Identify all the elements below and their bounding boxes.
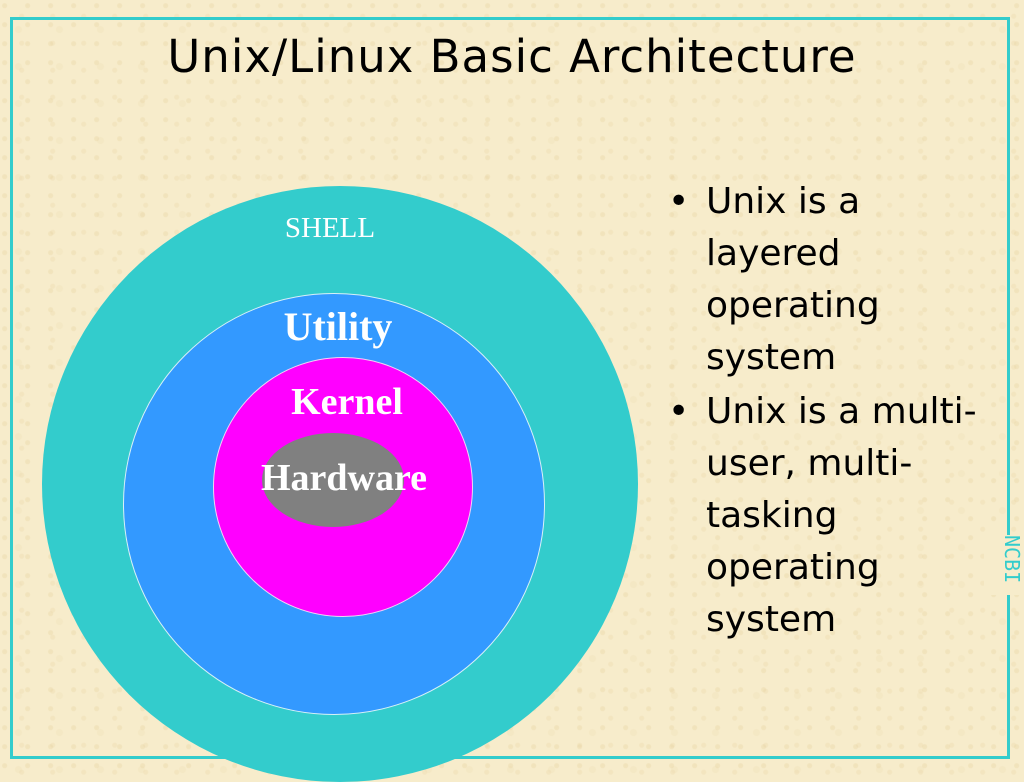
shell-label: SHELL: [284, 212, 376, 244]
utility-label: Utility: [283, 304, 393, 349]
hardware-layer: [262, 433, 404, 527]
bullet-item: • Unix is a layered operating system: [668, 176, 998, 384]
bullet-item: • Unix is a multi-user, multi-tasking op…: [668, 386, 998, 646]
kernel-label: Kernel: [291, 381, 403, 423]
bullet-icon: •: [668, 391, 690, 432]
bullet-text: Unix is a multi-user, multi-tasking oper…: [706, 391, 977, 640]
bullet-list: • Unix is a layered operating system • U…: [668, 176, 998, 648]
hardware-label: Hardware: [260, 457, 428, 499]
bullet-icon: •: [668, 181, 690, 222]
ncbi-label: NCBI: [984, 535, 1024, 595]
slide-frame: [10, 17, 1010, 759]
bullet-text: Unix is a layered operating system: [706, 181, 880, 378]
slide-title: Unix/Linux Basic Architecture: [167, 30, 857, 83]
